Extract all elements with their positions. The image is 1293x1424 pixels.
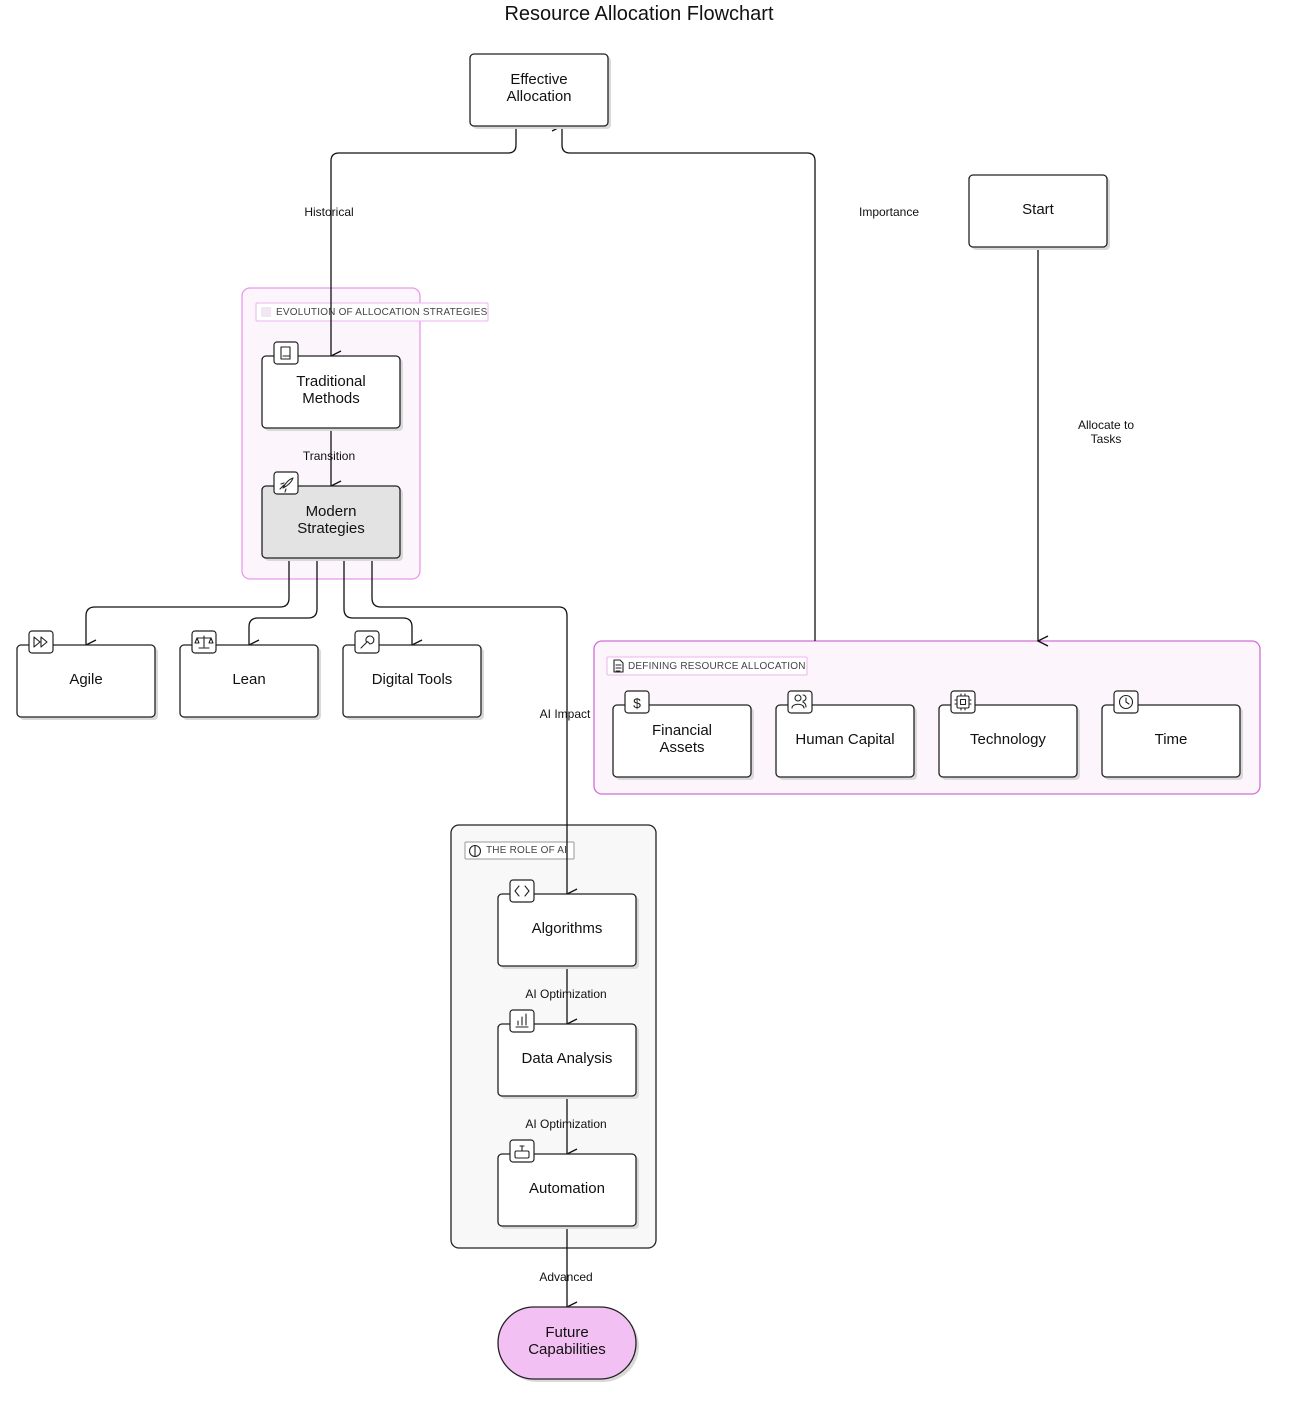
scale-icon [191,630,217,654]
node-lean[interactable]: Lean [179,630,321,720]
edge-label-transition: Transition [303,449,355,463]
clock-icon [1113,690,1139,714]
node-start[interactable]: Start [968,174,1110,250]
wrench-icon [354,630,380,654]
node-label-lean: Lean [232,671,265,688]
node-label-start: Start [1022,201,1055,218]
edge-label-importance: Importance [859,205,919,219]
node-label-technology: Technology [970,731,1046,748]
robot-icon [509,1139,535,1163]
svg-text:$: $ [633,695,641,711]
chip-icon [950,690,976,714]
group-defining: DEFINING RESOURCE ALLOCATION [593,640,1261,795]
node-label-digital-tools: Digital Tools [372,671,453,688]
node-label-agile: Agile [69,671,102,688]
edge-label-ai-optimization-1: AI Optimization [525,987,606,1001]
group-label-ai: THE ROLE OF AI [486,845,567,856]
edge-label-ai-optimization-2: AI Optimization [525,1117,606,1131]
edge-modern-digital [343,558,412,645]
node-technology[interactable]: Technology [938,690,1080,780]
fast-forward-icon [28,630,54,654]
node-digital-tools[interactable]: Digital Tools [342,630,484,720]
book-icon [273,341,299,365]
group-label-evolution: EVOLUTION OF ALLOCATION STRATEGIES [276,307,488,318]
edge-modern-agile [86,558,290,645]
brain-icon [468,844,482,858]
edge-label-historical: Historical [304,205,353,219]
node-label-algorithms: Algorithms [532,920,603,937]
edge-modern-lean [249,558,318,645]
dollar-icon: $ [624,690,650,714]
rocket-icon [273,471,299,495]
users-icon [787,690,813,714]
node-automation[interactable]: Automation [497,1139,639,1229]
edge-label-ai-impact: AI Impact [540,707,591,721]
node-human-capital[interactable]: Human Capital [775,690,917,780]
node-agile[interactable]: Agile [16,630,158,720]
edge-ai-impact [371,558,567,894]
node-time[interactable]: Time [1101,690,1243,780]
edge-label-advanced: Advanced [539,1270,592,1284]
node-algorithms[interactable]: Algorithms [497,879,639,969]
document-icon [613,659,624,673]
node-data-analysis[interactable]: Data Analysis [497,1009,639,1099]
diagram-title: Resource Allocation Flowchart [504,3,773,25]
node-label-human: Human Capital [795,731,894,748]
edge-importance [562,126,816,641]
bar-chart-icon [509,1009,535,1033]
node-label-time: Time [1155,731,1188,748]
edge-historical [331,126,517,356]
group-label-defining: DEFINING RESOURCE ALLOCATION [628,661,806,672]
node-label-automation: Automation [529,1180,605,1197]
code-icon [509,879,535,903]
node-label-data-analysis: Data Analysis [522,1050,613,1067]
